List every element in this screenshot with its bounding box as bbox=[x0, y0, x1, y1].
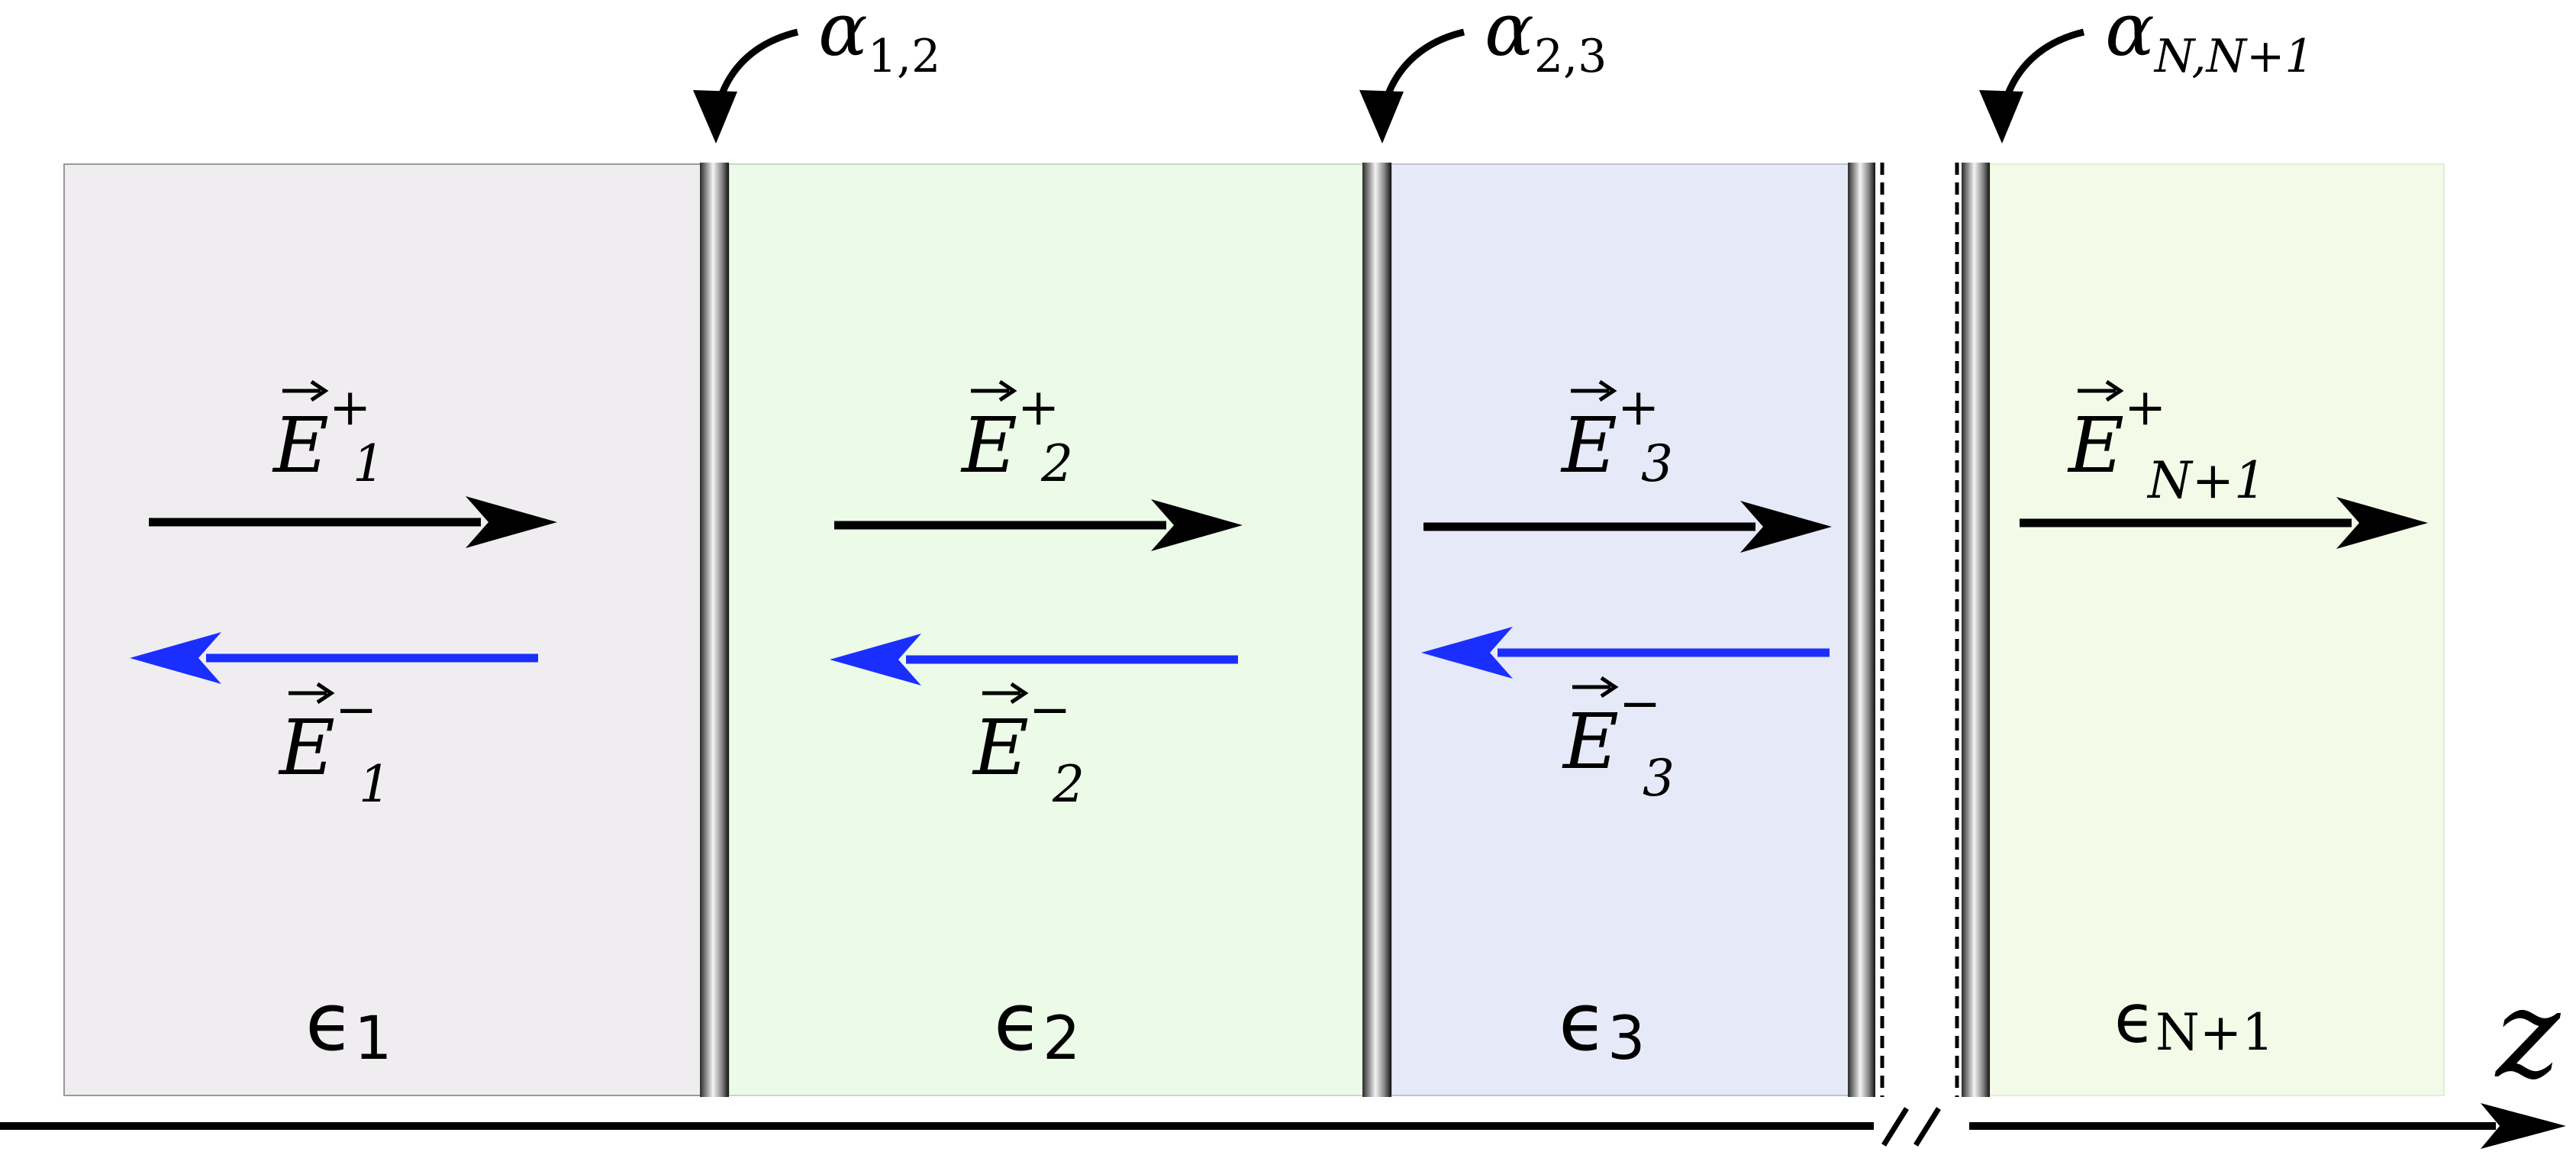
svg-text:N+1: N+1 bbox=[2146, 451, 2266, 510]
forward-arrow-2 bbox=[834, 499, 1243, 551]
backward-arrow-1 bbox=[130, 632, 538, 684]
medium-2-region bbox=[728, 163, 1365, 1096]
svg-text:E+: E+ bbox=[2067, 378, 2166, 490]
interface-1-2 bbox=[700, 163, 729, 1097]
axis-break-mark-2 bbox=[1913, 1107, 1941, 1147]
svg-text:E+: E+ bbox=[272, 378, 371, 490]
axis-break-mark-1 bbox=[1881, 1107, 1909, 1147]
z-axis-arrow bbox=[1969, 1103, 2566, 1149]
svg-text:E−: E− bbox=[972, 680, 1071, 792]
medium-3-region bbox=[1391, 163, 1850, 1096]
forward-field-label-3: E+ 3 bbox=[1560, 378, 1673, 493]
interface-label-n-n-plus-1: αN,N+1 bbox=[2105, 0, 2314, 83]
permittivity-label-2: ϵ2 bbox=[994, 976, 1081, 1073]
svg-text:3: 3 bbox=[1643, 749, 1675, 808]
backward-arrow-2 bbox=[830, 634, 1238, 686]
permittivity-label-3: ϵ3 bbox=[1559, 976, 1646, 1073]
z-axis-label: z bbox=[2494, 963, 2561, 1105]
permittivity-label-n-plus-1: ϵN+1 bbox=[2114, 979, 2274, 1062]
forward-arrow-n-plus-1 bbox=[2020, 497, 2428, 549]
interface-pointer-arrow-3 bbox=[1979, 28, 2085, 144]
interface-n-n-plus-1 bbox=[1962, 163, 1990, 1097]
interface-pointer-arrow-1 bbox=[693, 28, 799, 144]
svg-text:2: 2 bbox=[1040, 434, 1073, 493]
forward-arrow-1 bbox=[149, 496, 557, 548]
svg-text:3: 3 bbox=[1641, 434, 1673, 493]
medium-n-plus-1-region bbox=[1989, 163, 2445, 1096]
forward-field-label-2: E+ 2 bbox=[960, 378, 1073, 493]
svg-text:E−: E− bbox=[1562, 674, 1661, 786]
interface-3-right bbox=[1848, 163, 1875, 1097]
backward-field-label-3: E− 3 bbox=[1562, 674, 1675, 808]
interface-pointer-arrow-2 bbox=[1359, 28, 1465, 144]
backward-field-label-1: E− 1 bbox=[278, 680, 391, 814]
interface-label-2-3: α2,3 bbox=[1485, 0, 1607, 83]
interface-label-1-2: α1,2 bbox=[818, 0, 940, 83]
backward-arrow-3 bbox=[1421, 627, 1830, 679]
forward-arrow-3 bbox=[1423, 501, 1832, 553]
medium-1-region bbox=[63, 163, 702, 1096]
svg-text:1: 1 bbox=[359, 755, 391, 814]
svg-text:2: 2 bbox=[1052, 755, 1085, 814]
svg-text:E+: E+ bbox=[1560, 378, 1659, 490]
forward-field-label-n-plus-1: E+ N+1 bbox=[2067, 378, 2266, 510]
backward-field-label-2: E− 2 bbox=[972, 680, 1085, 814]
svg-text:1: 1 bbox=[353, 434, 385, 493]
svg-text:E−: E− bbox=[278, 680, 377, 792]
forward-field-label-1: E+ 1 bbox=[272, 378, 385, 493]
interface-2-3 bbox=[1362, 163, 1391, 1097]
permittivity-label-1: ϵ1 bbox=[305, 976, 392, 1073]
svg-text:E+: E+ bbox=[960, 378, 1059, 490]
